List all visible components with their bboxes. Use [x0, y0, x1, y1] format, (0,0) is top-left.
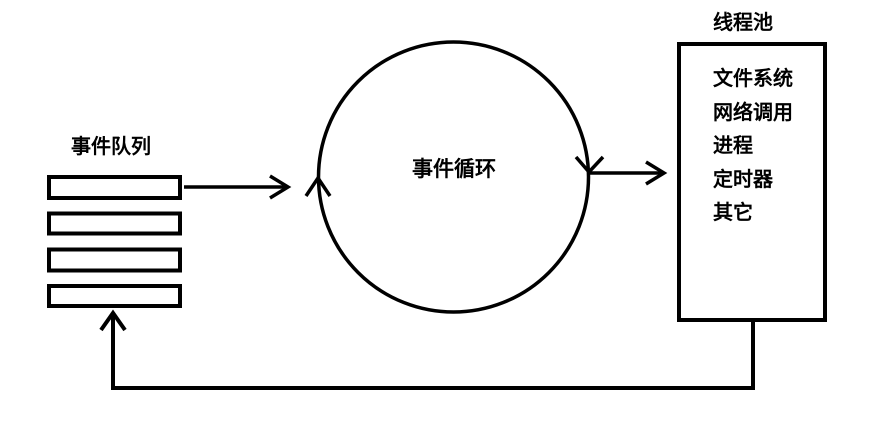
- event-queue-label: 事件队列: [71, 134, 151, 158]
- thread-pool-label: 线程池: [713, 10, 773, 34]
- thread-pool-item: 文件系统: [713, 66, 793, 90]
- queue-slot: [47, 175, 182, 200]
- chevron-up-icon: [304, 174, 332, 197]
- arrowhead-right-icon: [645, 160, 668, 186]
- thread-pool-item: 网络调用: [713, 99, 793, 124]
- event-queue: [47, 175, 182, 308]
- arrowhead-up-icon: [99, 309, 127, 332]
- arrowhead-right-icon: [269, 174, 292, 200]
- return-path-pool-to-queue: [99, 309, 755, 390]
- arrow-queue-to-loop: [184, 174, 292, 200]
- thread-pool-list: 文件系统 网络调用 进程 定时器 其它: [713, 62, 793, 230]
- event-loop-label: 事件循环: [412, 157, 496, 181]
- thread-pool-item: 其它: [713, 200, 753, 224]
- arrow-loop-to-pool: [589, 160, 668, 186]
- thread-pool-item: 进程: [713, 133, 753, 157]
- queue-slot: [47, 211, 182, 236]
- queue-slot: [47, 247, 182, 273]
- queue-slot: [47, 284, 182, 308]
- thread-pool-item: 定时器: [713, 166, 773, 191]
- thread-pool-box: [677, 42, 827, 322]
